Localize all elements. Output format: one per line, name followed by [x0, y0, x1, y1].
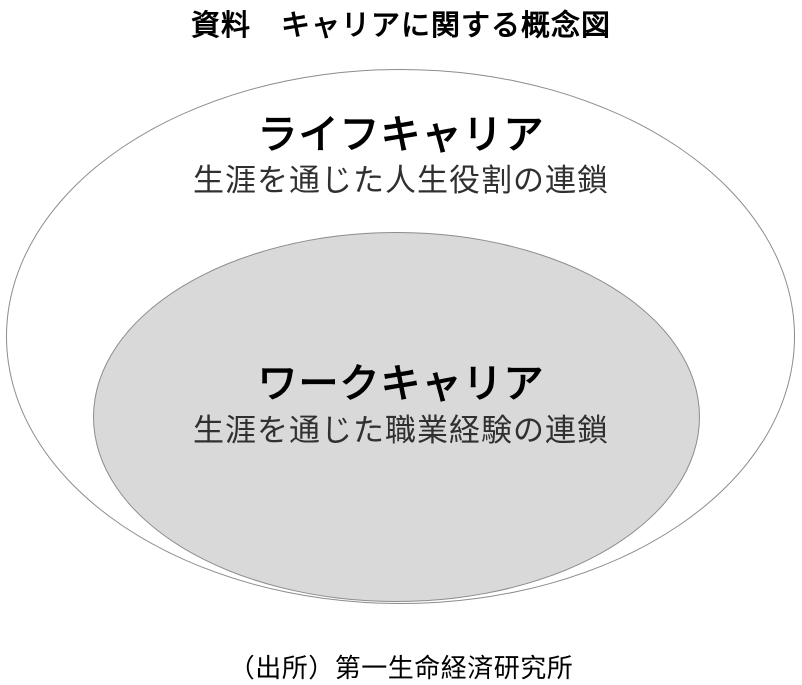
diagram-title: 資料 キャリアに関する概念図	[190, 10, 611, 42]
work-career-heading: ワークキャリア	[257, 362, 545, 406]
work-career-description: 生涯を通じた職業経験の連鎖	[193, 413, 609, 448]
work-career-ellipse	[93, 232, 700, 602]
life-career-description: 生涯を通じた人生役割の連鎖	[193, 163, 609, 198]
life-career-heading: ライフキャリア	[257, 113, 545, 157]
source-note: （出所）第一生命経済研究所	[228, 653, 574, 683]
